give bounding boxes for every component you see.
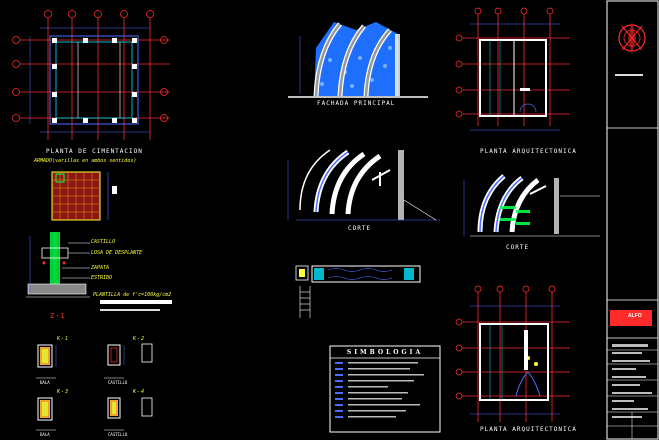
label-section-k4: K-4 <box>133 389 146 395</box>
legend-title: SIMBOLOGIA <box>346 349 424 356</box>
label-main-facade: FACHADA PRINCIPAL <box>317 100 396 107</box>
label-plantilla: PLANTILLA de f'c=100kg/cm2 <box>93 292 172 298</box>
label-architectural-plan-bottom: PLANTA ARQUITECTONICA <box>480 426 577 433</box>
label-z1: Z-1 <box>50 312 66 320</box>
title-block <box>606 0 659 440</box>
label-architectural-plan-top: PLANTA ARQUITECTONICA <box>480 148 577 155</box>
label-foundation-plan: PLANTA DE CIMENTACION <box>46 148 143 155</box>
label-dala-1: DALA <box>40 380 50 385</box>
label-section-k1: K-1 <box>57 336 70 342</box>
architectural-plan-bottom <box>455 285 570 422</box>
label-losa-desplante: LOSA DE DESPLANTE <box>91 250 143 256</box>
main-facade <box>288 22 428 98</box>
beam-strip-detail <box>295 265 421 318</box>
label-section-k3: K-3 <box>57 389 70 395</box>
foundation-plan <box>12 10 170 140</box>
title-block-logo: ALFO <box>628 313 642 319</box>
label-estribo: ESTRIBO <box>91 275 113 281</box>
label-castillo-1: CASTILLO <box>108 380 128 385</box>
label-reinforcement-note: ARMADO(varillas en ambos sentidos) <box>34 158 137 164</box>
section-cut-1 <box>287 149 440 221</box>
label-castillo: CASTILLO <box>91 239 116 245</box>
column-sections <box>36 343 153 431</box>
label-zapata: ZAPATA <box>91 265 110 271</box>
section-cut-2 <box>463 174 600 237</box>
label-section-cut-1: CORTE <box>348 225 372 232</box>
label-castillo-2: CASTILLO <box>108 432 128 437</box>
label-section-cut-2: CORTE <box>506 244 530 251</box>
footing-detail <box>51 171 117 221</box>
label-section-k2: K-2 <box>133 336 146 342</box>
footing-section-detail <box>26 232 172 311</box>
legend-box <box>329 345 441 433</box>
architectural-plan-top <box>455 7 570 131</box>
label-dala-2: DALA <box>40 432 50 437</box>
north-arrow-icon <box>618 22 646 54</box>
